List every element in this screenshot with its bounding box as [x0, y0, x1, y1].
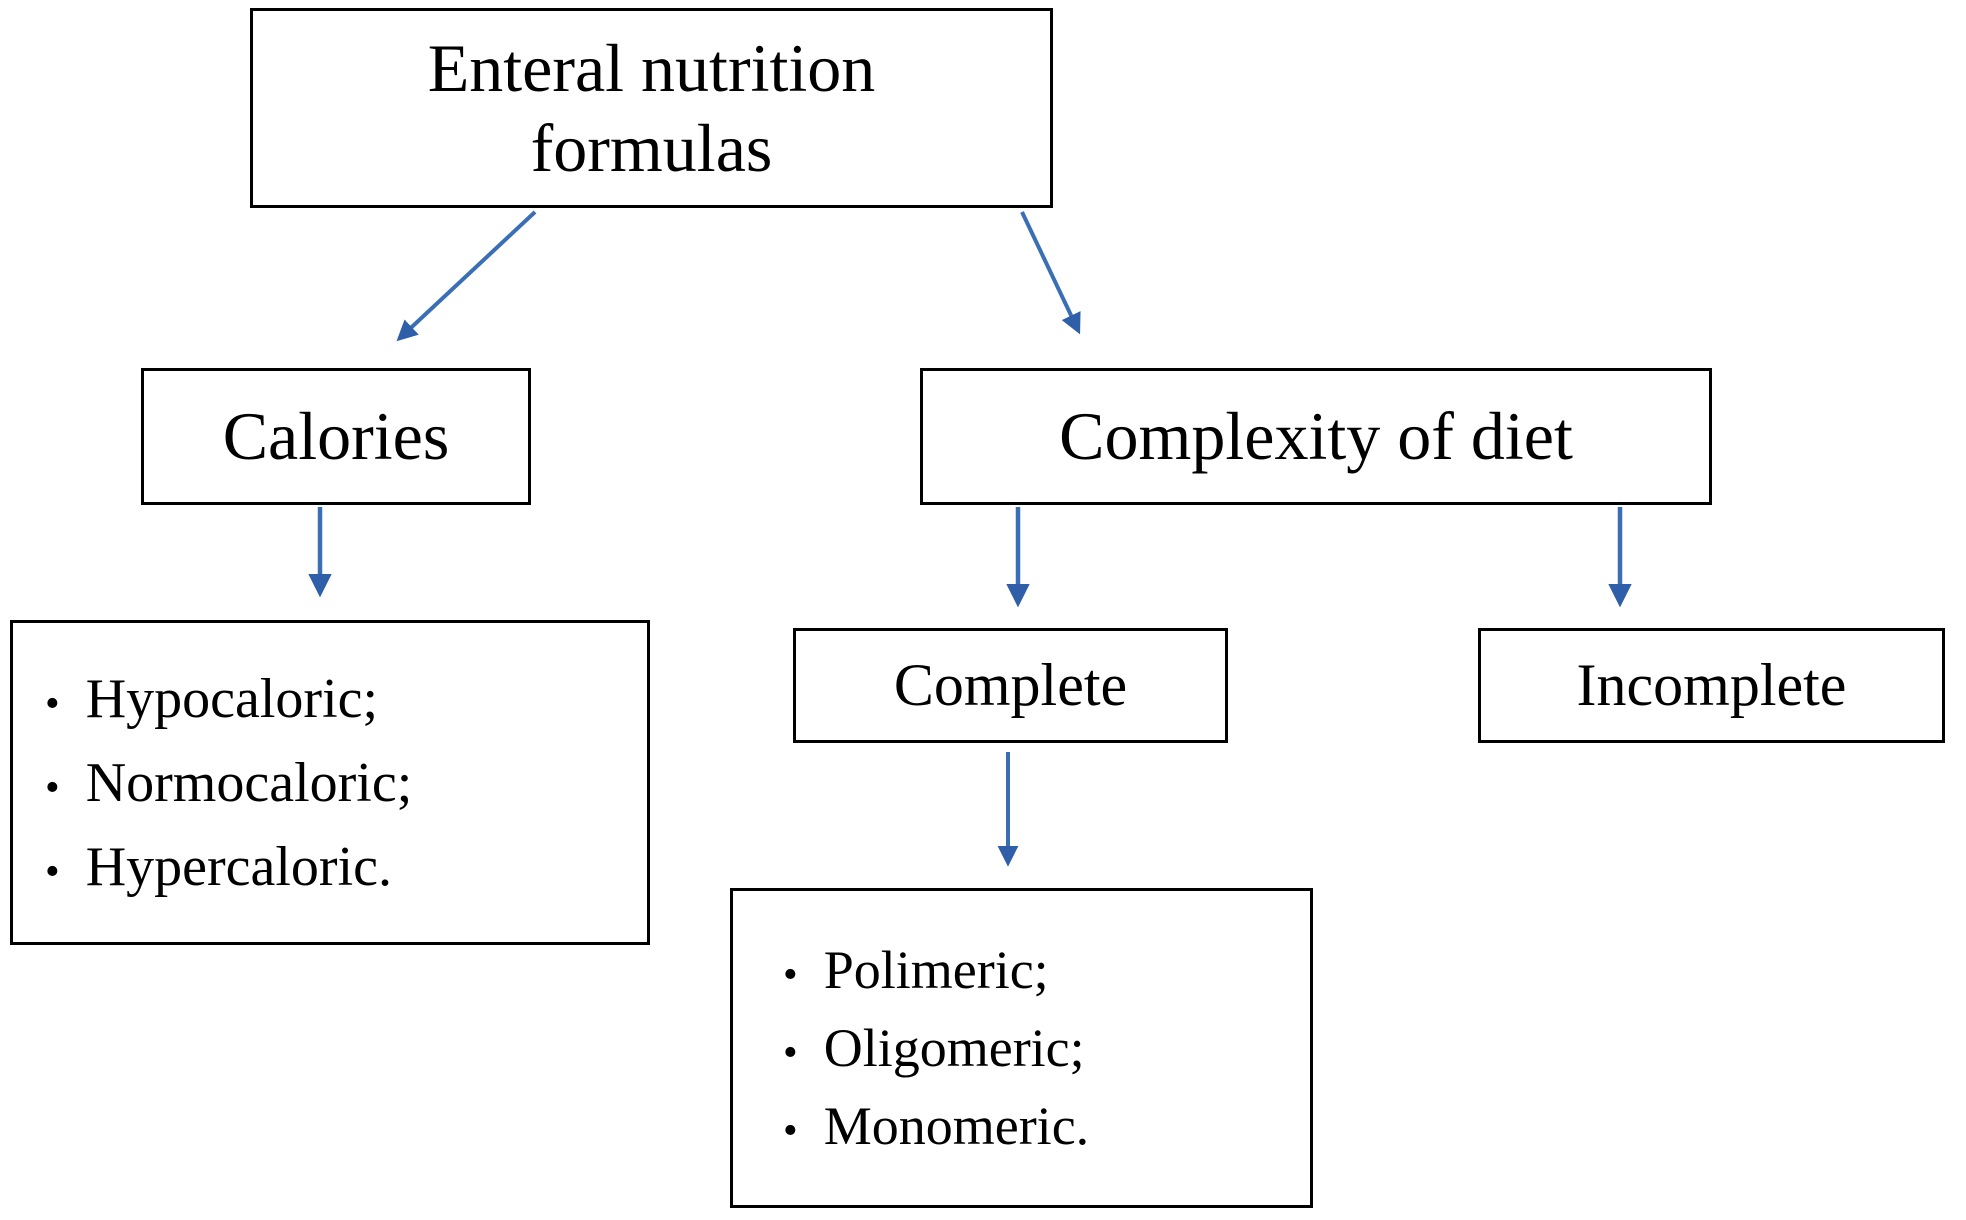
list-item: • Hypercaloric. — [45, 825, 647, 909]
list-item-label: Monomeric. — [823, 1096, 1090, 1156]
list-item: • Monomeric. — [783, 1087, 1310, 1165]
node-calorie-types[interactable]: • Hypocaloric; • Normocaloric; • Hyperca… — [10, 620, 650, 945]
node-complete-label: Complete — [893, 652, 1128, 719]
bullet-icon: • — [783, 952, 798, 998]
node-calories-label: Calories — [222, 398, 450, 475]
node-complete[interactable]: Complete — [793, 628, 1228, 743]
list-item-label: Hypocaloric; — [85, 667, 379, 730]
list-item-label: Normocaloric; — [85, 751, 413, 814]
node-calories[interactable]: Calories — [141, 368, 531, 505]
node-enteral-nutrition-formulas[interactable]: Enteral nutrition formulas — [250, 8, 1053, 208]
node-root-label: Enteral nutrition formulas — [427, 29, 876, 186]
list-item-label: Hypercaloric. — [85, 835, 392, 898]
bullet-icon: • — [45, 680, 60, 727]
bullet-icon: • — [45, 764, 60, 811]
list-item: • Polimeric; — [783, 931, 1310, 1009]
bullet-icon: • — [783, 1030, 798, 1076]
list-item-label: Polimeric; — [823, 940, 1049, 1000]
bullet-icon: • — [783, 1108, 798, 1154]
node-complexity-label: Complexity of diet — [1059, 398, 1573, 475]
list-item: • Normocaloric; — [45, 741, 647, 825]
list-item-label: Oligomeric; — [823, 1018, 1085, 1078]
list-item: • Oligomeric; — [783, 1009, 1310, 1087]
node-incomplete[interactable]: Incomplete — [1478, 628, 1945, 743]
bullet-icon: • — [45, 848, 60, 895]
calorie-types-list: • Hypocaloric; • Normocaloric; • Hyperca… — [45, 657, 647, 909]
arrow-root-to-complexity — [1020, 211, 1081, 335]
arrow-root-to-calories — [396, 210, 537, 342]
node-incomplete-label: Incomplete — [1576, 652, 1847, 719]
node-complexity-of-diet[interactable]: Complexity of diet — [920, 368, 1712, 505]
node-complete-types[interactable]: • Polimeric; • Oligomeric; • Monomeric. — [730, 888, 1313, 1208]
list-item: • Hypocaloric; — [45, 657, 647, 741]
complete-types-list: • Polimeric; • Oligomeric; • Monomeric. — [783, 931, 1310, 1165]
